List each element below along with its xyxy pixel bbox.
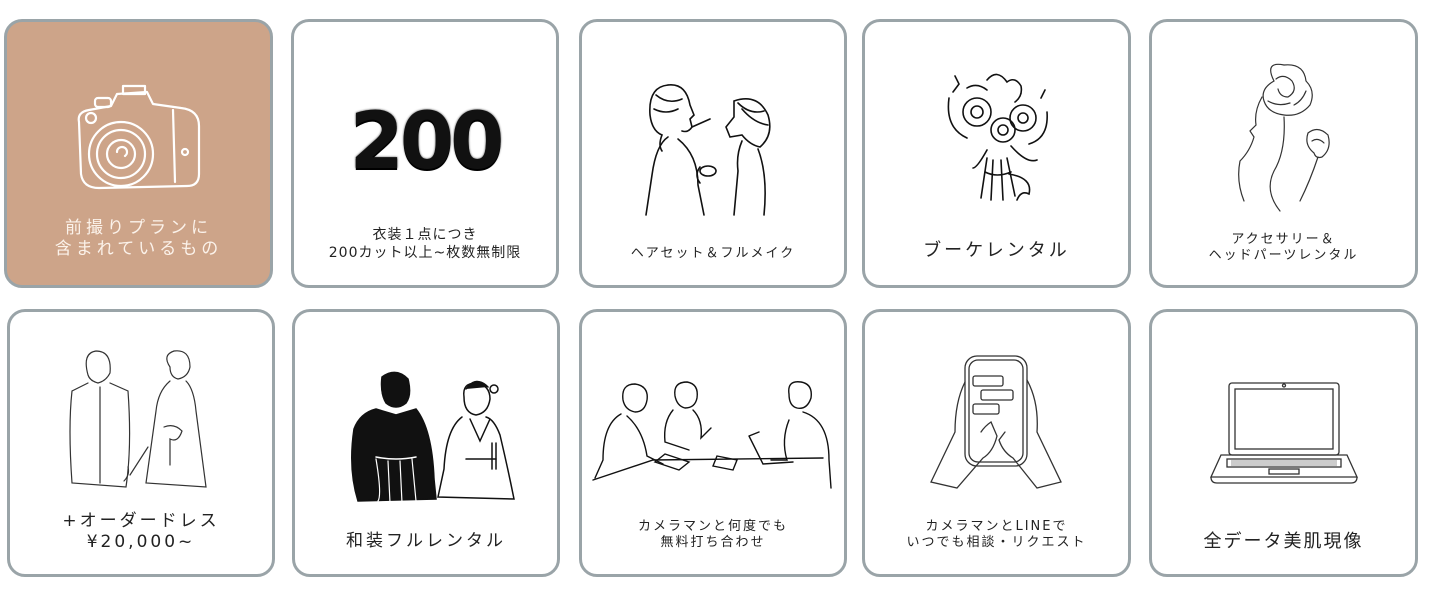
- card-label: 前撮りプランに 含まれているもの: [54, 218, 223, 260]
- card-order-dress: +オーダードレス ¥20,000~: [7, 309, 275, 577]
- card-hair-makeup: ヘアセット＆フルメイク: [579, 19, 847, 288]
- card-meeting: カメラマンと何度でも 無料打ち合わせ: [579, 309, 847, 577]
- smartphone-hands-icon: [865, 352, 1128, 492]
- bride-groom-icon: [10, 344, 272, 500]
- kimono-couple-icon: [295, 364, 557, 514]
- woman-flower-icon: [1152, 58, 1415, 214]
- card-cuts: 200 衣装１点につき 200カット以上~枚数無制限: [291, 19, 559, 288]
- card-label: ブーケレンタル: [923, 240, 1070, 261]
- card-bouquet: ブーケレンタル: [862, 19, 1131, 288]
- card-line-consult: カメラマンとLINEで いつでも相談・リクエスト: [862, 309, 1131, 577]
- card-label: カメラマンと何度でも 無料打ち合わせ: [637, 519, 788, 551]
- number-200-balloon-icon: 200: [349, 97, 505, 187]
- card-plan-header: 前撮りプランに 含まれているもの: [4, 19, 273, 288]
- card-label: アクセサリー＆ ヘッドパーツレンタル: [1208, 232, 1359, 264]
- card-label: 全データ美肌現像: [1203, 531, 1364, 552]
- makeup-artist-icon: [582, 70, 844, 220]
- card-label: 和装フルレンタル: [346, 531, 506, 551]
- card-label: ヘアセット＆フルメイク: [630, 246, 796, 261]
- meeting-icon: [582, 370, 844, 500]
- card-label: 衣装１点につき 200カット以上~枚数無制限: [328, 227, 522, 261]
- camera-icon: [7, 72, 270, 212]
- bouquet-icon: [865, 68, 1128, 208]
- card-wasou: 和装フルレンタル: [292, 309, 560, 577]
- laptop-icon: [1152, 372, 1415, 492]
- card-label: カメラマンとLINEで いつでも相談・リクエスト: [906, 519, 1087, 551]
- card-retouch: 全データ美肌現像: [1149, 309, 1418, 577]
- card-label: +オーダードレス ¥20,000~: [62, 511, 220, 553]
- card-accessory: アクセサリー＆ ヘッドパーツレンタル: [1149, 19, 1418, 288]
